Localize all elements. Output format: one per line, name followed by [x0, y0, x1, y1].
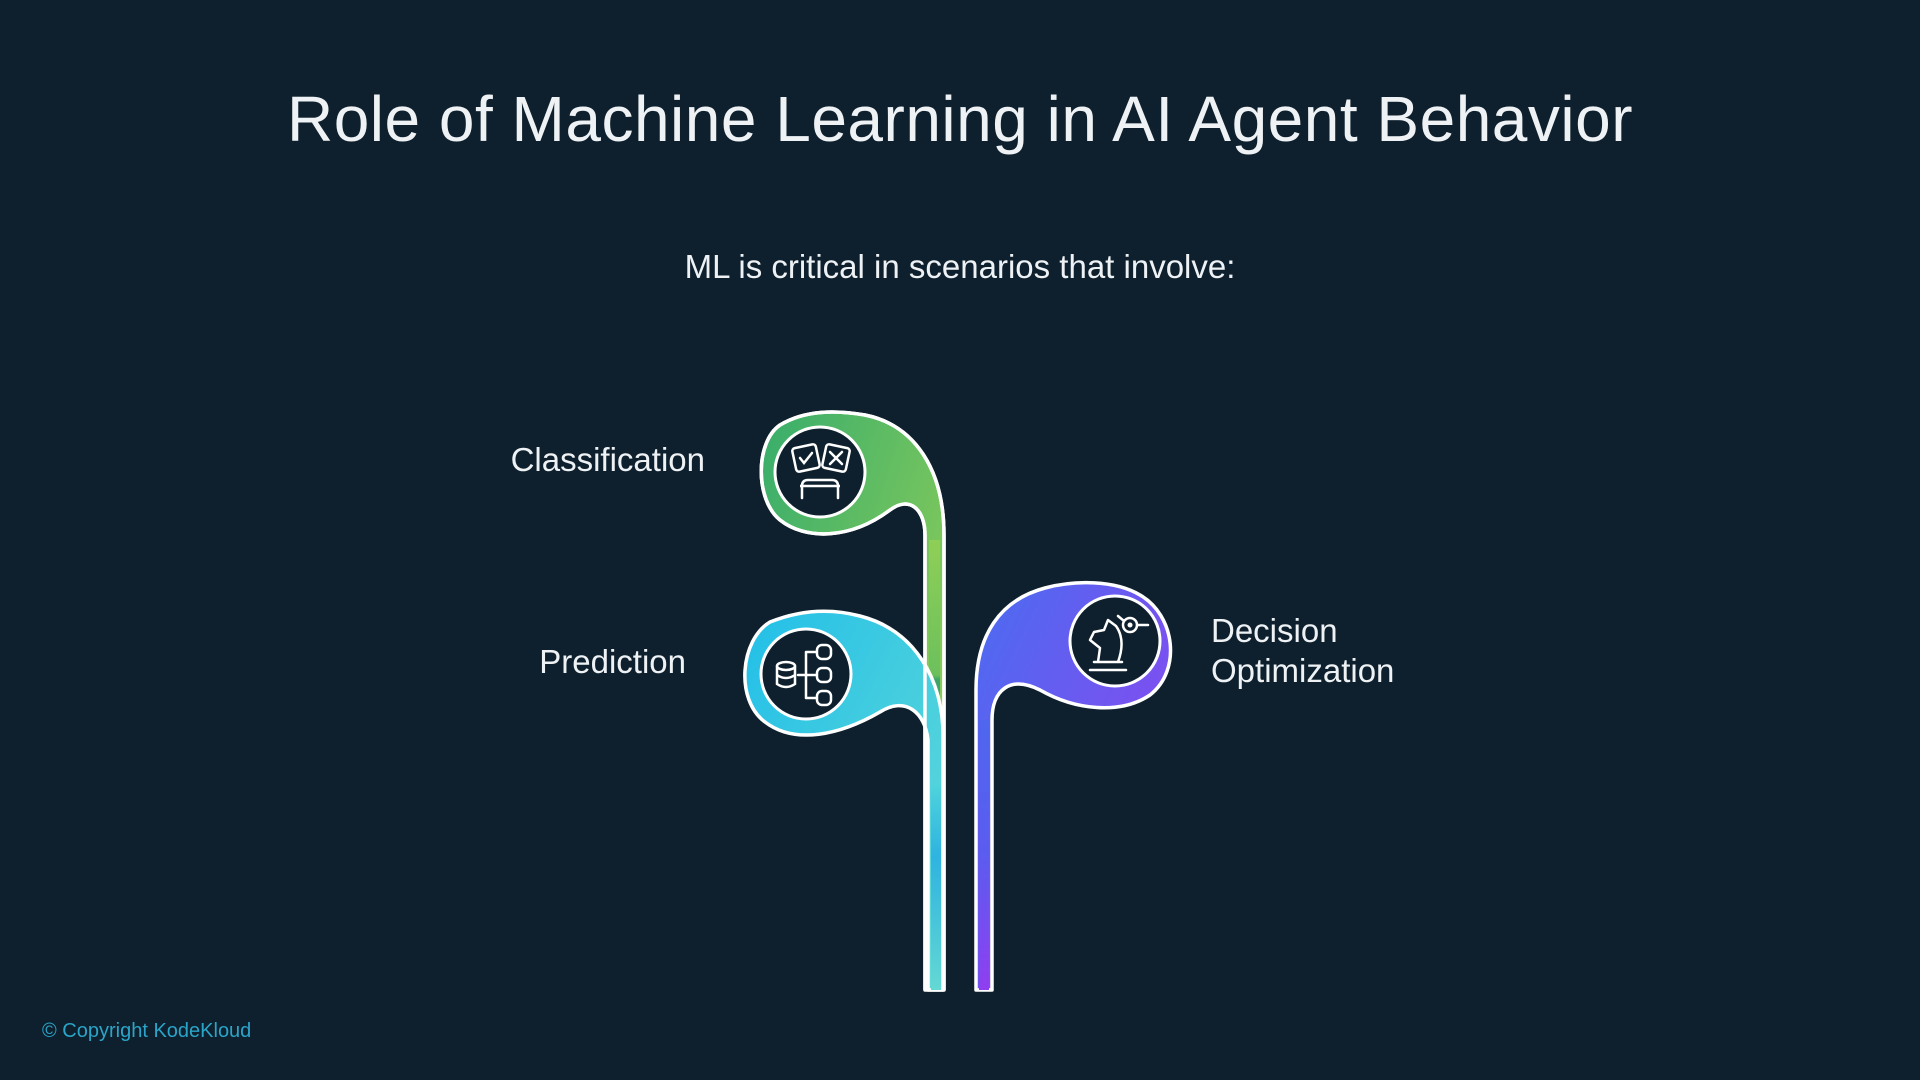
classification-outline	[759, 410, 946, 990]
decision-label-line2: Optimization	[1211, 652, 1395, 689]
decision-label-line1: Decision	[1211, 612, 1338, 649]
classification-label: Classification	[510, 441, 705, 478]
classification-cards-icon	[773, 425, 867, 519]
slide-subtitle: ML is critical in scenarios that involve…	[684, 248, 1236, 285]
slide-title: Role of Machine Learning in AI Agent Beh…	[286, 83, 1634, 155]
chess-knight-icon	[1068, 594, 1162, 688]
decision-optimization-label: Decision Optimization	[1211, 611, 1531, 691]
copyright-notice: © Copyright KodeKloud	[42, 1020, 252, 1042]
prediction-label: Prediction	[539, 643, 686, 680]
database-branch-icon	[759, 627, 853, 721]
